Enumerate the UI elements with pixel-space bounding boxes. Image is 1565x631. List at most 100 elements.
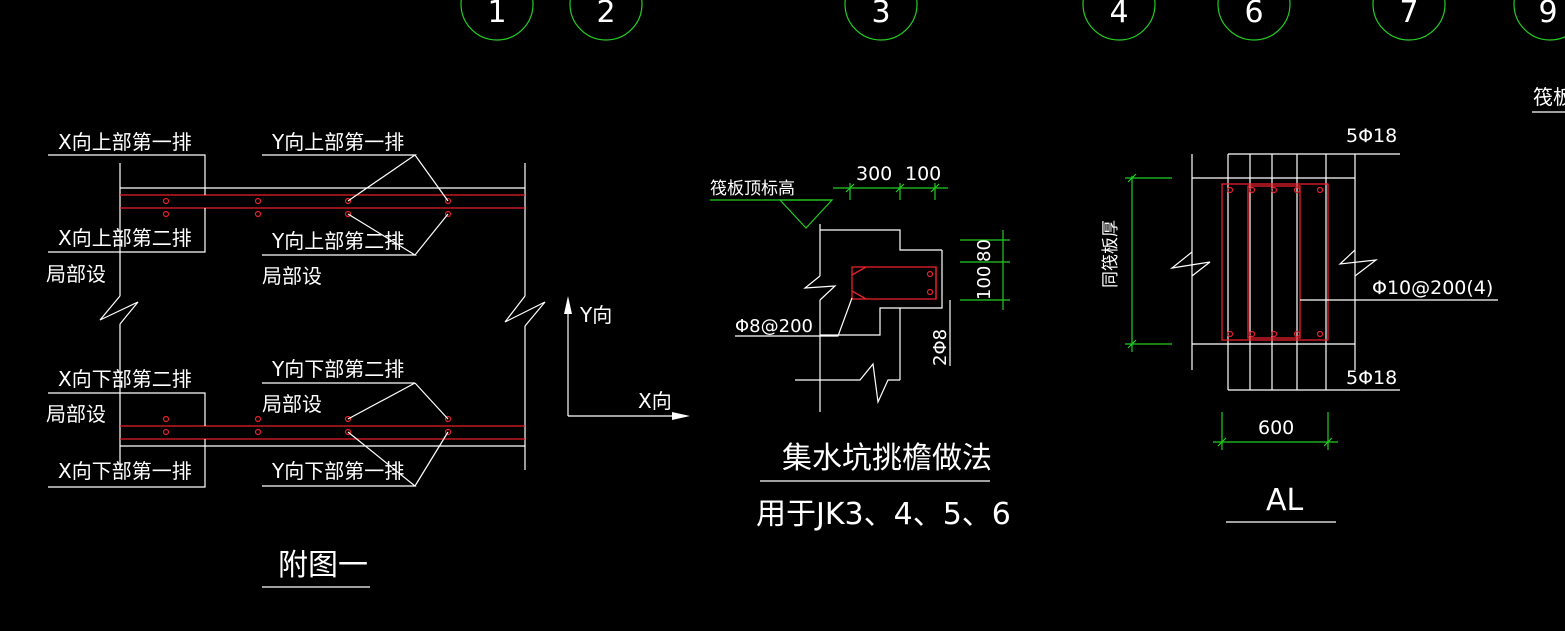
section-top-step <box>820 229 942 251</box>
x-axis-label: X向 <box>638 389 672 413</box>
figure-2: 筏板顶标高 300 100 80 100 <box>710 163 1011 532</box>
slab-left-break <box>99 295 139 325</box>
section-left-break <box>803 275 837 301</box>
top-bars-label: 5Φ18 <box>1346 125 1397 147</box>
rebar-dot <box>1226 330 1234 338</box>
grid-bubble-4-label: 4 <box>1109 0 1128 30</box>
rebar-dot <box>1270 330 1278 338</box>
dim-tick <box>930 183 940 193</box>
rebar-dot <box>444 210 452 218</box>
label-local-1: 局部设 <box>46 262 106 286</box>
label-local-4: 局部设 <box>262 392 322 416</box>
rebar-dot <box>1248 186 1256 194</box>
figure-1: X向上部第一排 Y向上部第一排 X向上部第二排 Y向上部第二排 局部设 局部设 … <box>46 130 690 588</box>
grid-bubble-1[interactable] <box>460 0 534 41</box>
label-local-2: 局部设 <box>262 264 322 288</box>
dim-tick <box>1127 173 1137 183</box>
slab-right-break <box>504 295 546 327</box>
rebar-dot <box>1293 186 1301 194</box>
rebar-dot <box>1316 186 1324 194</box>
rebar-stirrup-label: Φ8@200 <box>735 316 813 337</box>
grid-bubble-7-label: 7 <box>1399 0 1418 30</box>
rebar-dot <box>1248 330 1256 338</box>
grid-bubble-6-label: 6 <box>1244 0 1263 30</box>
rebar-dot <box>344 415 352 423</box>
leader-y-top-1a <box>262 154 417 202</box>
grid-bubble-3-label: 3 <box>871 0 890 30</box>
grid-bubble-1-label: 1 <box>487 0 506 30</box>
figure-2-subtitle: 用于JK3、4、5、6 <box>756 497 1011 532</box>
elevation-triangle <box>778 199 834 229</box>
rebar-dot <box>254 197 262 205</box>
label-y-bot-1: Y向下部第一排 <box>271 459 404 483</box>
grid-bubble-3[interactable] <box>844 0 918 41</box>
rebar-dot <box>344 197 352 205</box>
rebar-dot <box>344 428 352 436</box>
label-x-top-2: X向上部第二排 <box>58 226 192 250</box>
label-y-top-1: Y向上部第一排 <box>271 130 404 154</box>
dim-tick <box>1127 339 1137 349</box>
rebar-dot <box>1226 186 1234 194</box>
rebar-stirrup-leader <box>735 297 853 337</box>
rebar-dot <box>926 288 934 296</box>
dim-80: 80 <box>974 239 995 262</box>
leader-x-bot-1 <box>48 439 206 488</box>
figure-2-title: 集水坑挑檐做法 <box>782 441 992 476</box>
leader-y-bot-2b <box>414 382 449 420</box>
leader-x-top-2 <box>48 208 206 253</box>
rebar-dot <box>254 415 262 423</box>
label-y-bot-2: Y向下部第二排 <box>271 357 404 381</box>
label-local-3: 局部设 <box>46 402 106 426</box>
section-lower-edge <box>820 250 943 336</box>
stirrup-hook <box>851 290 867 300</box>
rebar-long-label: 2Φ8 <box>930 329 951 366</box>
x-axis-arrowhead <box>672 412 690 420</box>
figure-1-title: 附图一 <box>278 548 368 583</box>
leader-x-top-1 <box>48 154 206 195</box>
slab-left-break <box>1169 251 1211 277</box>
outer-stirrup <box>1221 183 1329 341</box>
rebar-dot <box>444 415 452 423</box>
rebar-dot <box>1270 186 1278 194</box>
rebar-dot <box>1316 330 1324 338</box>
grid-bubble-4[interactable] <box>1082 0 1156 41</box>
leader-x-bot-2 <box>48 392 206 426</box>
inner-stirrup <box>1247 185 1301 339</box>
rebar-dot <box>1293 330 1301 338</box>
figure-3-title: AL <box>1266 483 1304 518</box>
section-bottom-break <box>795 362 900 405</box>
grid-bubble-2-label: 2 <box>596 0 615 30</box>
dim-tick <box>1217 437 1227 447</box>
thickness-label: 同筏板厚 <box>1101 220 1121 288</box>
rebar-dot <box>162 210 170 218</box>
dim-tick <box>895 183 905 193</box>
y-axis-arrowhead <box>564 296 572 314</box>
grid-bubble-2[interactable] <box>569 0 643 41</box>
stirrup-hook <box>851 266 867 276</box>
rebar-dot <box>254 428 262 436</box>
rebar-dot <box>162 415 170 423</box>
rebar-dot <box>344 210 352 218</box>
dim-tick <box>845 183 855 193</box>
stirrup-label: Φ10@200(4) <box>1372 277 1493 299</box>
leader-y-top-2b <box>414 213 449 256</box>
grid-bubbles: 1 2 3 4 6 7 9 <box>460 0 1565 41</box>
rebar-dot <box>162 197 170 205</box>
bottom-bars-label: 5Φ18 <box>1346 367 1397 389</box>
grid-bubble-9-label: 9 <box>1538 0 1557 30</box>
rebar-dot <box>254 210 262 218</box>
y-axis-label: Y向 <box>579 303 612 327</box>
corner-label: 筏板 <box>1533 85 1565 109</box>
dim-tick <box>1323 437 1333 447</box>
label-x-bot-1: X向下部第一排 <box>58 459 192 483</box>
label-x-bot-2: X向下部第二排 <box>58 367 192 391</box>
dim-100: 100 <box>905 163 941 185</box>
ledge-stirrup <box>851 266 937 300</box>
rebar-dot <box>926 270 934 278</box>
grid-bubble-7[interactable] <box>1372 0 1446 41</box>
grid-bubble-9[interactable] <box>1513 0 1565 41</box>
grid-bubble-6[interactable] <box>1217 0 1291 41</box>
elevation-label: 筏板顶标高 <box>710 179 795 199</box>
rebar-dot <box>444 197 452 205</box>
